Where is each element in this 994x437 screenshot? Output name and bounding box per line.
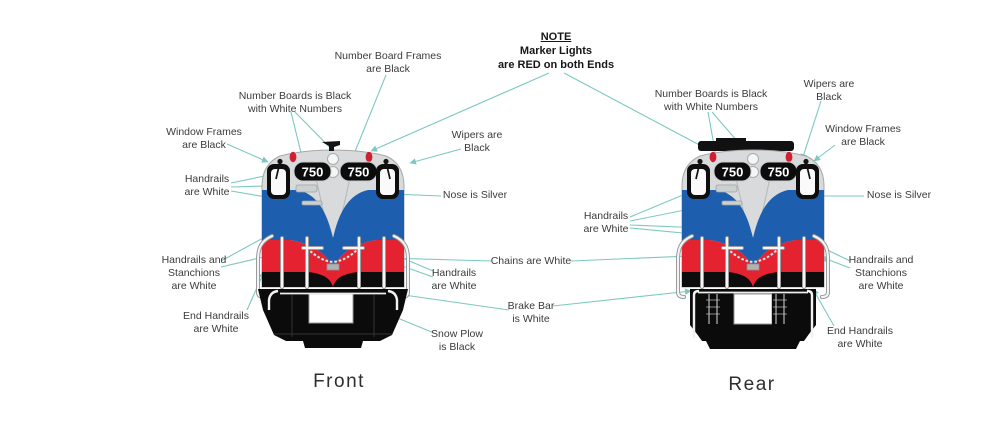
note-marker-lights: NOTE Marker Lights are RED on both Ends — [498, 31, 614, 72]
callout-handrails-rear: Handrails are White — [583, 210, 629, 236]
note-line: Marker Lights — [519, 44, 593, 57]
callout-nose-rear: Nose is Silver — [866, 189, 932, 201]
callout-number-board-frames: Number Board Frames are Black — [334, 50, 442, 76]
callout-wipers-rear: Wipers are Black — [803, 78, 855, 104]
coupler-opening — [733, 293, 773, 325]
front-caption: Front — [313, 371, 365, 392]
coupler-opening — [308, 293, 354, 324]
callout-number-boards-rear: Number Boards is Black with White Number… — [654, 88, 768, 114]
callout-end-handrails-front: End Handrails are White — [183, 310, 249, 336]
roof-hatch — [698, 141, 794, 151]
horn — [322, 141, 340, 151]
end-handrails — [692, 289, 814, 338]
note-line: are RED on both Ends — [497, 58, 615, 71]
rear-caption: Rear — [728, 374, 776, 395]
locomotive-front-view — [258, 141, 408, 348]
callout-window-frames-front: Window Frames are Black — [166, 126, 242, 152]
callout-handrails-front-right: Handrails are White — [431, 267, 477, 293]
callout-handrails-stanchions-rear: Handrails and Stanchions are White — [848, 254, 914, 293]
callout-handrails-front-left: Handrails are White — [184, 173, 230, 199]
note-title: NOTE — [540, 31, 572, 43]
end-handrails — [267, 289, 399, 310]
callout-window-frames-rear: Window Frames are Black — [825, 123, 901, 149]
locomotive-rear-view — [678, 138, 828, 349]
callout-handrails-stanchions-front: Handrails and Stanchions are White — [161, 254, 227, 293]
callout-end-handrails-rear: End Handrails are White — [827, 325, 893, 351]
mu-stands — [705, 293, 788, 326]
callout-nose-front: Nose is Silver — [442, 189, 508, 201]
callout-snow-plow: Snow Plow is Black — [431, 328, 483, 354]
callout-number-boards-front: Number Boards is Black with White Number… — [238, 90, 352, 116]
callout-chains: Chains are White — [490, 255, 572, 267]
callout-brake-bar: Brake Bar is White — [507, 300, 555, 326]
callout-wipers-front: Wipers are Black — [451, 129, 503, 155]
